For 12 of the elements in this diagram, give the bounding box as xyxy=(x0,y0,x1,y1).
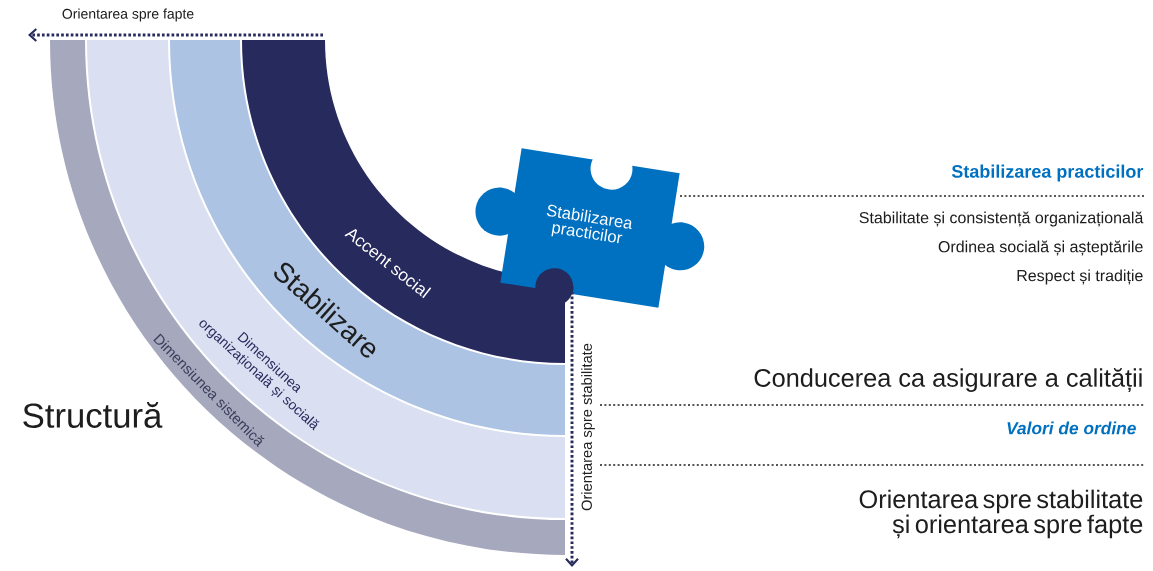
list-item: Ordinea socială și așteptările xyxy=(938,240,1143,256)
list-item: Stabilitate și consistență organizațională xyxy=(859,211,1144,227)
edge-label: Orientarea spre stabilitate xyxy=(581,343,595,511)
heading: Stabilizarea practicilor xyxy=(951,164,1144,182)
subheading: Valori de ordine xyxy=(1007,421,1136,435)
heading: Orientarea spre stabilitate și orientarea spre fapte xyxy=(859,489,1143,539)
list-item: Respect și tradiție xyxy=(1017,269,1143,285)
puzzle-piece: Stabilizarea practicilor xyxy=(475,147,705,308)
arrow xyxy=(565,287,579,567)
heading: Conducerea ca asigurare a calității xyxy=(754,367,1142,392)
edge-label: Orientarea spre fapte xyxy=(62,8,194,22)
arrow xyxy=(28,28,323,42)
